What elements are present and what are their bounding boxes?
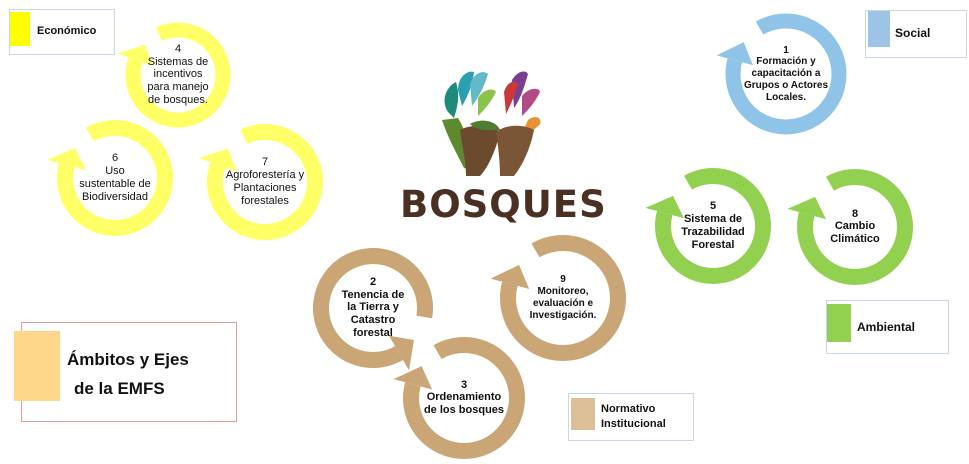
title-line-1: Ámbitos y Ejes: [67, 350, 189, 369]
logo-leaf-magenta: [522, 88, 540, 116]
cycle-line-3-0: Ordenamiento: [426, 391, 502, 404]
logo-hand-left: [460, 125, 500, 176]
cycle-number-6: 6: [111, 152, 119, 165]
cycle-line-6-1: sustentable de: [79, 177, 151, 190]
cycle-arc-8: [797, 169, 913, 285]
legend-ambiental: Ambiental: [826, 300, 949, 354]
cycle-arrowhead-6: [47, 147, 87, 171]
cycle-arc-5: [655, 168, 771, 284]
cycle-line-3-1: de los bosques: [423, 404, 505, 417]
logo-canopy: [470, 120, 500, 131]
cycle-line-7-2: forestales: [241, 194, 289, 207]
cycle-number-7: 7: [261, 156, 269, 169]
cycle-arrowhead-3: [393, 366, 433, 390]
legend-normativo: Normativo Institucional: [568, 393, 694, 441]
cycle-line-7-0: Agroforestería y: [225, 169, 305, 181]
cycle-line-5-2: Forestal: [691, 238, 735, 251]
cycle-number-3: 3: [460, 378, 468, 391]
cycle-arc-9: [500, 235, 626, 361]
logo-word: BOSQUES: [400, 183, 607, 226]
bosques-logo-icon: [442, 71, 541, 176]
cycle-line-9-2: Investigación.: [529, 309, 597, 321]
cycle-number-5: 5: [709, 200, 717, 213]
logo-leaf-blue: [470, 72, 488, 106]
title-line-2: de la EMFS: [74, 379, 165, 398]
legend-economico: Económico: [9, 9, 115, 55]
cycle-line-2-1: la Tierra y: [347, 301, 399, 314]
cycle-line-6-2: Biodiversidad: [81, 190, 149, 203]
cycle-arrowhead-5: [645, 195, 685, 219]
cycle-arrowhead-7: [199, 148, 237, 172]
cycle-arc-1: [725, 13, 847, 135]
cycle-arrowhead-1: [716, 42, 753, 66]
cycle-line-2-2: Catastro: [350, 314, 396, 327]
cycle-arrowhead-9: [490, 264, 530, 289]
legend-ambiental-swatch: [827, 304, 851, 342]
cycle-arc-6: [57, 120, 173, 236]
cycle-line-7-1: Plantaciones: [233, 181, 297, 194]
cycle-line-2-0: Tenencia de: [341, 288, 405, 301]
logo-hand-right: [496, 125, 534, 176]
legend-normativo-label-1: Normativo: [601, 403, 656, 415]
cycle-line-5-1: Trazabilidad: [681, 225, 745, 238]
cycle-arrowhead-4: [118, 44, 154, 67]
legend-social: Social: [865, 10, 967, 58]
cycle-arrowhead-2: [389, 335, 414, 371]
cycle-arc-2: [313, 248, 433, 368]
cycle-line-4-2: para manejo: [147, 81, 209, 94]
cycle-number-8: 8: [851, 207, 859, 220]
cycle-line-4-1: incentivos: [153, 68, 203, 81]
legend-economico-label: Económico: [37, 25, 97, 37]
cycle-number-1: 1: [783, 44, 789, 56]
title-swatch: [14, 331, 60, 401]
title-box: Ámbitos y Ejes de la EMFS: [14, 322, 237, 422]
cycle-line-1-3: Locales.: [765, 91, 807, 103]
cycle-line-5-0: Sistema de: [683, 213, 743, 225]
cycle-number-4: 4: [174, 42, 182, 55]
legend-economico-swatch: [10, 12, 30, 46]
cycle-line-4-3: de bosques.: [148, 94, 208, 107]
cycle-arrowhead-8: [787, 196, 827, 220]
cycle-number-9: 9: [560, 274, 566, 286]
cycle-line-1-2: Grupos o Actores: [743, 79, 829, 91]
legend-social-swatch: [868, 11, 890, 47]
legend-ambiental-label: Ambiental: [857, 320, 916, 334]
cycle-line-8-0: Cambio: [834, 220, 876, 233]
cycle-line-9-1: evaluación e: [532, 297, 594, 309]
logo-leaf-teal-1: [444, 82, 459, 118]
legend-normativo-label-2: Institucional: [601, 418, 666, 430]
cycle-arc-7: [207, 124, 323, 240]
cycle-line-6-0: Uso: [105, 165, 125, 177]
cycle-line-1-1: capacitación a: [751, 68, 821, 80]
cycle-arc-4: [125, 22, 231, 128]
logo-leaf-teal-2: [458, 71, 474, 106]
logo-leaf-lightgreen: [478, 89, 496, 116]
cycle-arc-3: [403, 337, 525, 459]
logo-leaf-red: [504, 81, 518, 114]
cycle-line-1-0: Formación y: [756, 56, 816, 68]
logo-leaf-purple: [512, 71, 528, 108]
cycle-line-4-0: Sistemas de: [147, 55, 209, 68]
cycle-line-2-3: forestal: [353, 327, 393, 340]
legend-social-label: Social: [895, 26, 931, 40]
cycle-number-2: 2: [369, 275, 377, 288]
cycle-line-8-1: Climático: [830, 233, 880, 246]
cycle-arrows: [47, 13, 913, 459]
cycle-line-9-0: Monitoreo,: [537, 286, 589, 298]
legend-normativo-swatch: [571, 398, 595, 430]
